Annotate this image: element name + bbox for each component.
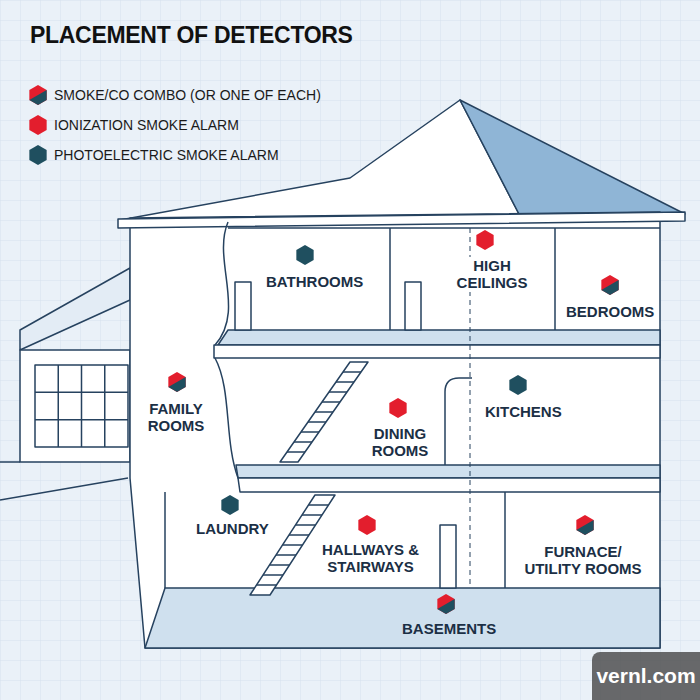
garage-wall [20,350,130,462]
basement-corner [164,492,166,588]
ceiling-line [228,227,660,229]
legend-text: IONIZATION SMOKE ALARM [54,117,239,133]
floor-slab [214,345,660,358]
partition-wall [390,228,555,330]
ionization-icon [476,230,493,250]
room-label: LAUNDRY [194,520,271,537]
floor-slab [238,478,660,492]
swatch-hexagon [29,145,46,165]
combo-icon [601,275,618,295]
ground-line [0,462,128,500]
legend-row: SMOKE/CO COMBO (OR ONE OF EACH) [28,84,321,106]
legend-swatch [28,144,48,166]
floor-plane [218,330,660,345]
photoelectric-icon [296,245,313,265]
combo-icon [437,594,454,614]
floor-plane [236,465,660,478]
stair-steps [287,372,361,452]
house-wall [130,212,660,648]
photoelectric-icon [221,495,238,515]
garage-roof [20,268,130,350]
diagram-title: PLACEMENT OF DETECTORS [30,22,353,49]
door [405,282,421,330]
legend-swatch [28,114,48,136]
room-label: BEDROOMS [564,303,656,320]
room-label: BASEMENTS [400,620,498,637]
legend-text: PHOTOELECTRIC SMOKE ALARM [54,147,279,163]
partition-wall [504,492,506,588]
room-label: DINING ROOMS [360,425,440,460]
combo-icon [576,515,593,535]
watermark: vernl.com [592,652,700,700]
legend-row: IONIZATION SMOKE ALARM [28,114,239,136]
cutaway-line [215,222,238,478]
room-label: FAMILY ROOMS [138,400,214,435]
roof-gable [460,100,685,216]
photoelectric-icon [509,375,526,395]
door [440,525,456,588]
swatch-hexagon [29,85,46,105]
roof-eave [118,212,685,228]
swatch-hexagon [29,115,46,135]
room-label: KITCHENS [483,403,564,420]
room-label: HALLWAYS & STAIRWAYS [313,541,428,576]
garage-door [35,365,128,447]
door [235,282,251,330]
swatch-half [29,90,46,105]
legend-row: PHOTOELECTRIC SMOKE ALARM [28,144,279,166]
room-label: FURNACE/ UTILITY ROOMS [518,543,648,578]
room-label: HIGH CEILINGS [447,257,537,292]
combo-icon [168,372,185,392]
floor-plane [145,588,660,648]
room-label: BATHROOMS [264,273,365,290]
ionization-icon [358,515,375,535]
arch-partition [445,378,472,465]
legend-text: SMOKE/CO COMBO (OR ONE OF EACH) [54,87,321,103]
legend-swatch [28,84,48,106]
ionization-icon [389,398,406,418]
stairs [280,362,368,462]
garage-door-panels [35,365,128,447]
